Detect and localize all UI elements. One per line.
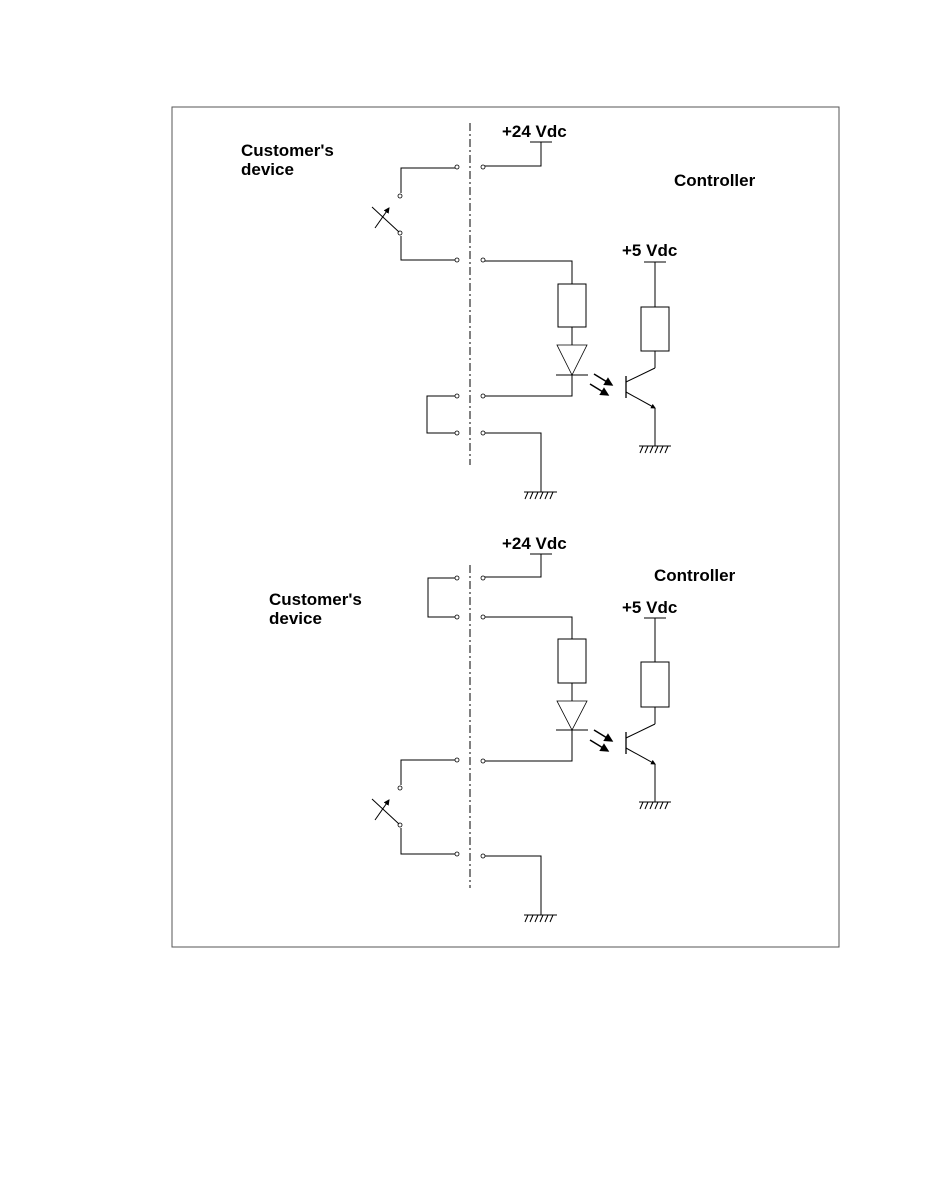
bottom-pullup-resistor [641,662,669,707]
bottom-phototransistor-collector [626,724,655,738]
bottom-terminal-2-left [455,615,459,619]
top-customer-label-line1: Customer's [241,141,334,160]
top-terminal-1-right [481,165,485,169]
bottom-circuit: +24 Vdc Controller Customer's device +5 … [269,534,736,922]
top-ground-wire [485,433,541,492]
bottom-input-resistor [558,639,586,683]
top-switch-wire-lower [401,236,455,260]
top-terminal-1-left [455,165,459,169]
bottom-switch-actuator [375,800,389,820]
bottom-terminal-4-right [481,854,485,858]
top-input-resistor [558,284,586,327]
top-switch-actuator [375,208,389,228]
top-supply-24-label: +24 Vdc [502,122,567,141]
bottom-customer-ground-icon [524,915,557,922]
top-phototransistor-emitter [626,392,655,408]
bottom-terminal-2-right [481,615,485,619]
top-customer-label-line2: device [241,160,294,179]
bottom-terminal-1-right [481,576,485,580]
bottom-switch-wire-upper [401,760,455,785]
top-switch-contact-upper [398,194,402,198]
bottom-supply-24-label: +24 Vdc [502,534,567,553]
top-switch-wire-upper [401,168,455,193]
bottom-supply-5-label: +5 Vdc [622,598,677,617]
top-customer-ground-icon [524,492,557,499]
top-switch-blade [372,207,399,232]
bottom-terminal-3-left [455,758,459,762]
top-terminal-2-left [455,258,459,262]
top-terminal-3-left [455,394,459,398]
bottom-switch-wire-lower [401,828,455,854]
top-input-wire [485,261,572,284]
top-controller-ground-icon [639,446,671,453]
top-circuit: +24 Vdc Customer's device Controller +5 … [241,122,756,499]
bottom-terminal-4-left [455,852,459,856]
top-pullup-resistor [641,307,669,351]
top-led-return-wire [485,375,572,396]
diagram-frame [172,107,839,947]
bottom-controller-ground-icon [639,802,671,809]
bottom-input-wire [485,617,572,639]
bottom-switch-contact-upper [398,786,402,790]
top-terminal-2-right [481,258,485,262]
bottom-terminal-3-right [481,759,485,763]
bottom-controller-label: Controller [654,566,736,585]
bottom-led-emission-1 [594,730,612,741]
top-led-emission-2 [590,384,608,395]
bottom-led-emission-2 [590,740,608,751]
bottom-customer-label-line1: Customer's [269,590,362,609]
bottom-customer-jumper [428,578,455,617]
top-supply-5-label: +5 Vdc [622,241,677,260]
top-terminal-3-right [481,394,485,398]
bottom-supply-24-wire [485,554,541,577]
top-phototransistor-collector [626,368,655,382]
bottom-led-return-wire [485,730,572,761]
bottom-opto-led [557,701,587,730]
bottom-terminal-1-left [455,576,459,580]
top-terminal-4-left [455,431,459,435]
bottom-switch-blade [372,799,399,824]
top-led-emission-1 [594,374,612,385]
bottom-phototransistor-emitter [626,748,655,764]
top-terminal-4-right [481,431,485,435]
bottom-ground-wire [485,856,541,915]
top-customer-jumper [427,396,455,433]
top-controller-label: Controller [674,171,756,190]
top-opto-led [557,345,587,375]
bottom-customer-label-line2: device [269,609,322,628]
top-supply-24-wire [484,142,541,166]
